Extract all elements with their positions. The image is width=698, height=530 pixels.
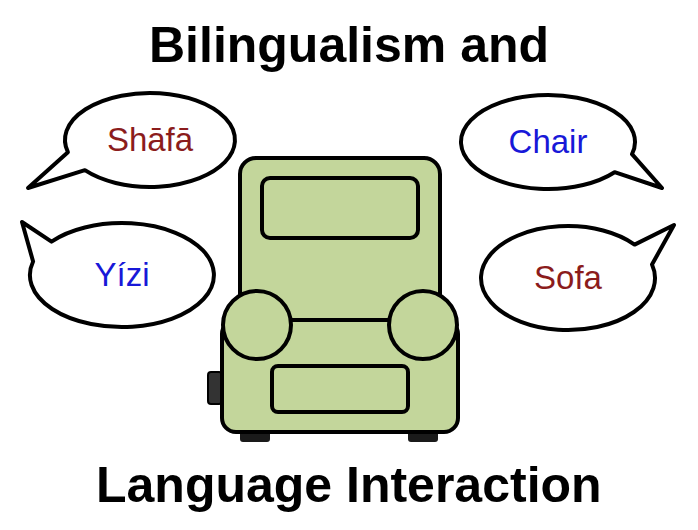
speech-bubble: Chair	[458, 92, 638, 192]
bubble-shape	[28, 93, 235, 188]
title: Bilingualism and	[149, 18, 549, 73]
bubble-shape	[481, 225, 674, 330]
title-line: Language Interaction	[96, 458, 602, 513]
bubble-shape	[461, 95, 662, 189]
speech-bubble: Shāfā	[62, 90, 238, 190]
word: Sofa	[534, 259, 602, 297]
bubble-shape	[22, 222, 214, 327]
word: Yízi	[94, 256, 149, 294]
word: Chair	[509, 123, 588, 161]
word: Shāfā	[107, 121, 193, 159]
speech-bubble: Sofa	[478, 223, 658, 333]
speech-bubble: Yízi	[27, 220, 217, 330]
